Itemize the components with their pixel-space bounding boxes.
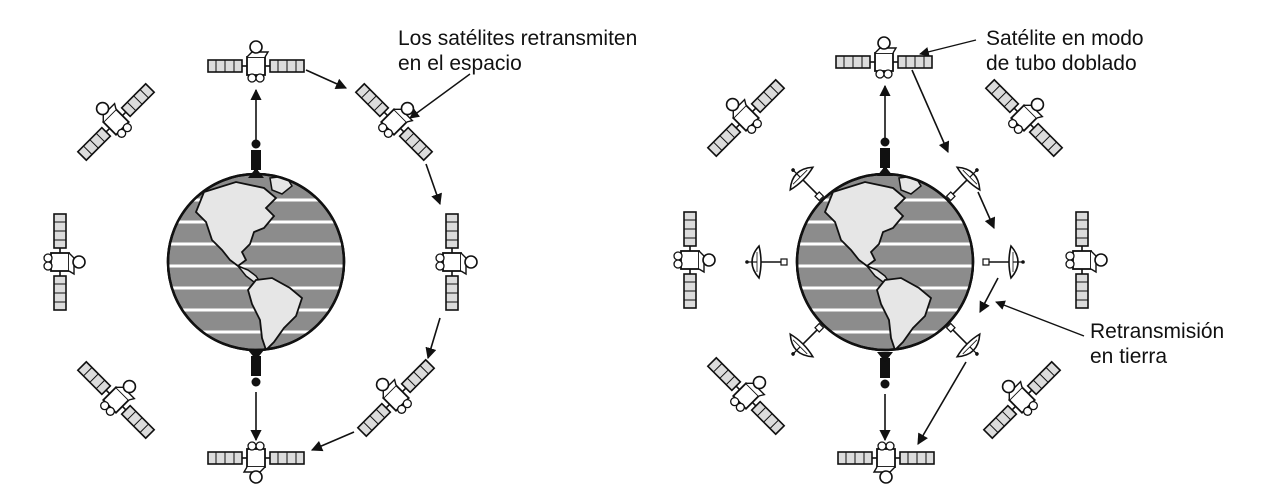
satellite-icon [435, 213, 478, 311]
satellite-icon [347, 69, 447, 169]
space-relay-label: Los satélites retransmiten en el espacio [398, 26, 637, 76]
bent-pipe-label-line1: Satélite en modo [986, 27, 1144, 50]
satellite-icon [1065, 211, 1108, 309]
satellite-icon [693, 65, 793, 165]
ground-relay-label: Retransmisión en tierra [1090, 319, 1224, 369]
satellite-icon [969, 347, 1069, 447]
bent-pipe-label-line2: de tubo doblado [986, 52, 1137, 75]
earth-globe-icon [795, 174, 975, 350]
satellite-icon [699, 343, 799, 443]
person-icon [248, 139, 264, 178]
satellite-icon [207, 40, 305, 83]
ground-relay-label-line1: Retransmisión [1090, 320, 1225, 343]
satellite-icon [43, 213, 86, 311]
person-icon [877, 137, 893, 176]
ground-dish-antenna-icon [982, 245, 1026, 279]
satellite-icon [207, 441, 305, 484]
space-relay-label-line2: en el espacio [398, 52, 522, 75]
satellite-icon [673, 211, 716, 309]
satellite-icon [69, 347, 169, 447]
ground-dish-antenna-icon [744, 245, 788, 279]
satellite-icon [977, 65, 1077, 165]
left-diagram [43, 40, 478, 484]
satellite-icon [63, 69, 163, 169]
satellite-icon [835, 36, 933, 79]
person-icon [877, 352, 893, 389]
bent-pipe-label: Satélite en modo de tubo doblado [986, 26, 1144, 76]
person-icon [248, 350, 264, 387]
satellite-icon [343, 345, 443, 445]
right-diagram [673, 36, 1108, 484]
earth-globe-icon [166, 174, 346, 350]
space-relay-label-line1: Los satélites retransmiten [398, 27, 638, 50]
satellite-icon [837, 441, 935, 484]
ground-relay-label-line2: en tierra [1090, 345, 1168, 368]
